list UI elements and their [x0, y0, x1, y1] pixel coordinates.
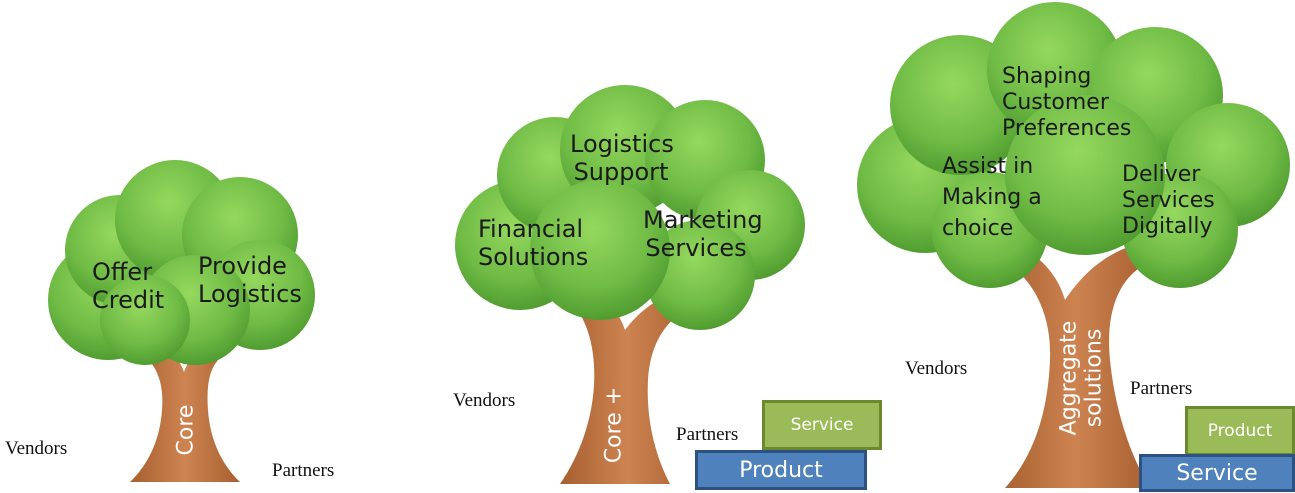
- provide-logistics-text: Provide Logistics: [198, 252, 302, 309]
- tree-1-trunk: [130, 338, 240, 482]
- tree-1-vendors-label: Vendors: [5, 438, 68, 459]
- tree-2-canopy-label-2: Financial Solutions: [478, 215, 590, 272]
- tree-3-trunk-label: Aggregate solutions: [1057, 313, 1108, 443]
- tree-2-canopy-label-3: Marketing Services: [643, 206, 763, 263]
- tree-1-partners-label: Partners: [272, 460, 335, 481]
- tree-3-trunk: [1000, 240, 1150, 488]
- tree-1-canopy-label-2: Provide Logistics: [198, 252, 302, 309]
- tree-2: [455, 85, 805, 484]
- offer-credit-text: Offer Credit: [92, 258, 165, 315]
- financial-solutions-text: Financial Solutions: [478, 215, 589, 272]
- shaping-customer-preferences-text: Shaping Customer Preferences: [1002, 64, 1132, 141]
- tree-1-trunk-label: Core: [173, 404, 199, 456]
- aggregate-solutions-text: Aggregate solutions: [1056, 320, 1107, 436]
- tree-2-vendors-label: Vendors: [453, 390, 516, 411]
- tree-3-canopy-label-1: Shaping Customer Preferences: [1002, 64, 1192, 142]
- tree-3: [857, 2, 1290, 488]
- tree-3-vendors-label: Vendors: [905, 358, 968, 379]
- tree-2-trunk: [560, 285, 695, 484]
- tree-2-service-box: Service: [762, 400, 882, 450]
- tree-3-product-box: Product: [1185, 406, 1295, 456]
- logistics-support-text: Logistics Support: [570, 130, 674, 187]
- tree-3-canopy-label-2: Assist in Making a choice: [942, 152, 1042, 244]
- deliver-services-digitally-text: Deliver Services Digitally: [1122, 162, 1215, 239]
- tree-1-canopy: [48, 160, 315, 365]
- tree-2-trunk-label: Core +: [601, 386, 627, 464]
- tree-1-canopy-label-1: Offer Credit: [92, 258, 170, 315]
- tree-2-canopy: [455, 85, 805, 330]
- tree-3-partners-label: Partners: [1130, 378, 1193, 399]
- assist-in-making-a-choice-text: Assist in Making a choice: [942, 154, 1042, 241]
- marketing-services-text: Marketing Services: [643, 206, 763, 263]
- tree-2-product-box: Product: [695, 450, 867, 490]
- tree-3-canopy-label-3: Deliver Services Digitally: [1122, 162, 1294, 240]
- tree-3-service-box: Service: [1139, 454, 1295, 492]
- tree-1: [48, 160, 315, 482]
- tree-2-canopy-label-1: Logistics Support: [570, 130, 674, 187]
- tree-3-canopy: [857, 2, 1290, 288]
- tree-2-partners-label: Partners: [676, 424, 739, 445]
